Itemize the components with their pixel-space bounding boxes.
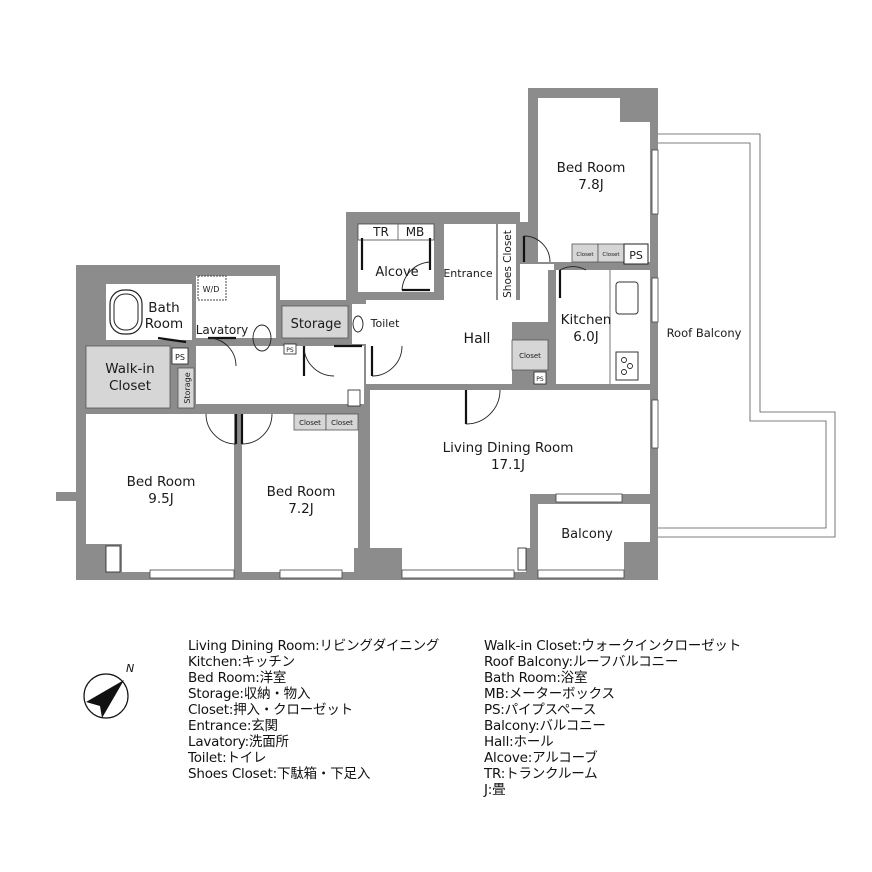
size-living-dining: 17.1J (491, 457, 525, 473)
legend-item: MB:メーターボックス (484, 686, 615, 702)
label-balcony: Balcony (561, 527, 613, 542)
size-kitchen: 6.0J (573, 329, 598, 345)
size-bed-room-s: 7.2J (288, 501, 313, 517)
legend-item: Alcove:アルコーブ (484, 750, 598, 766)
label-living-dining: Living Dining Room (443, 440, 574, 456)
legend-item: Bath Room:浴室 (484, 670, 588, 686)
legend-left: Living Dining Room:リビングダイニング Kitchen:キッチ… (188, 638, 439, 782)
legend-item: Living Dining Room:リビングダイニング (188, 638, 440, 654)
label-closet-hall: Closet (519, 352, 541, 360)
legend-item: Entrance:玄関 (188, 718, 278, 734)
north-compass: N (78, 660, 140, 722)
legend-item: Walk-in Closet:ウォークインクローゼット (484, 638, 742, 654)
label-closet-s-2: Closet (331, 419, 353, 427)
label-mb: MB (406, 225, 425, 239)
label-closet-ne-2: Closet (602, 252, 620, 258)
legend-item: Closet:押入・クローゼット (188, 702, 353, 718)
legend-item: Storage:収納・物入 (188, 686, 311, 702)
floors (85, 98, 650, 572)
legend-item: J:畳 (484, 782, 506, 798)
legend-item: Shoes Closet:下駄箱・下足入 (188, 766, 371, 782)
compass-north-label: N (126, 662, 134, 675)
label-bath-1: Bath (148, 300, 179, 316)
label-toilet: Toilet (370, 317, 400, 330)
label-closet-ne-1: Closet (576, 252, 594, 258)
label-walkin-2: Closet (109, 378, 151, 394)
windows (149, 149, 659, 579)
label-bath-2: Room (145, 316, 183, 332)
legend-item: TR:トランクルーム (484, 766, 598, 782)
label-closet-s-1: Closet (299, 419, 321, 427)
label-ps-ne: PS (629, 249, 643, 262)
legend-item: Roof Balcony:ルーフバルコニー (484, 654, 679, 670)
size-bed-room-sw: 9.5J (148, 491, 173, 507)
legend-item: Lavatory:洗面所 (188, 734, 289, 750)
label-bed-room-s: Bed Room (267, 484, 336, 500)
doors (157, 235, 587, 445)
legend-item: Bed Room:洋室 (188, 670, 287, 686)
legend-item: Toilet:トイレ (188, 750, 267, 766)
label-hall: Hall (464, 331, 491, 347)
floor-plan: Bed Room 7.8J Bed Room 9.5J Bed Room 7.2… (56, 88, 836, 580)
label-entrance: Entrance (443, 267, 493, 280)
label-ps-kitchen: PS (536, 376, 544, 383)
roof-balcony-outline (658, 133, 836, 538)
fixtures (105, 223, 649, 573)
legend-item: Kitchen:キッチン (188, 654, 295, 670)
label-wd: W/D (203, 285, 220, 294)
label-bed-room-ne: Bed Room (557, 160, 626, 176)
label-storage: Storage (291, 317, 342, 332)
label-roof-balcony: Roof Balcony (667, 326, 742, 340)
label-tr: TR (372, 225, 389, 239)
label-shoes-closet: Shoes Closet (502, 230, 514, 298)
label-bed-room-sw: Bed Room (127, 474, 196, 490)
label-walkin-1: Walk-in (105, 361, 155, 377)
label-ps-wic: PS (175, 353, 185, 362)
legend-item: Hall:ホール (484, 734, 554, 750)
label-lavatory: Lavatory (196, 323, 249, 337)
label-ps-corridor: PS (286, 347, 294, 354)
legend-item: PS:パイプスペース (484, 702, 597, 718)
label-alcove: Alcove (375, 265, 418, 280)
compass-arrow-icon (86, 680, 124, 718)
size-bed-room-ne: 7.8J (578, 177, 603, 193)
legend-right: Walk-in Closet:ウォークインクローゼット Roof Balcony… (484, 638, 741, 798)
legend-item: Balcony:バルコニー (484, 718, 606, 734)
compass-ring-icon (83, 673, 129, 719)
label-storage-small: Storage (183, 372, 192, 403)
room-labels: Bed Room 7.8J Bed Room 9.5J Bed Room 7.2… (105, 160, 741, 542)
label-kitchen: Kitchen (561, 312, 612, 328)
